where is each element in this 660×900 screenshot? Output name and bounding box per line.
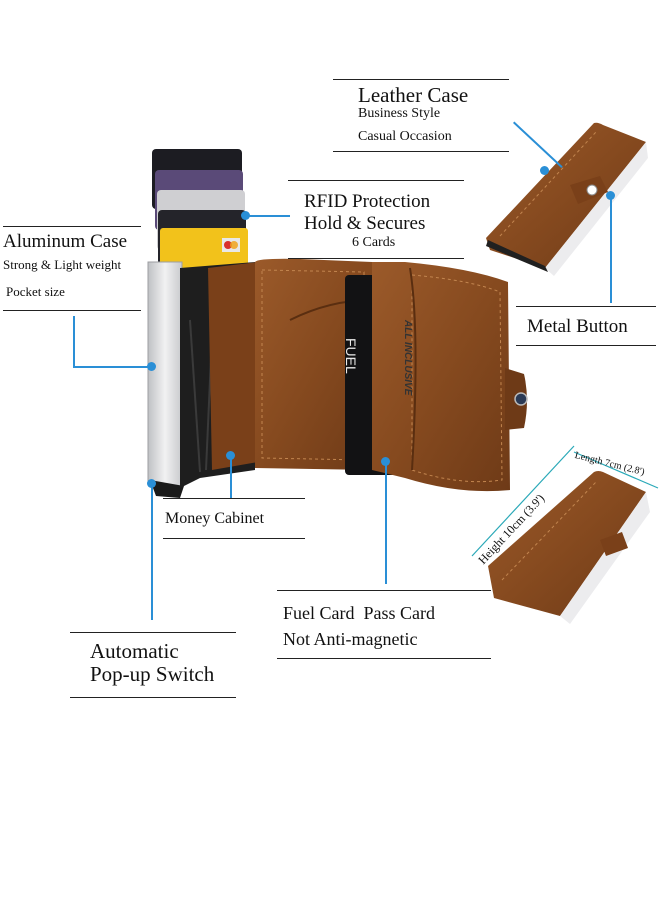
rule-metal-bottom — [516, 345, 656, 347]
metal-button-title: Metal Button — [527, 316, 628, 337]
fuel-card-text: FUEL — [343, 338, 359, 374]
money-cabinet-title: Money Cabinet — [165, 510, 265, 527]
rule-metal-top — [516, 306, 656, 308]
rule-rfid-top — [288, 180, 464, 182]
rule-popup-top — [70, 632, 236, 634]
rule-aluminum-bottom — [3, 310, 141, 312]
right-pocket-edge — [409, 267, 417, 471]
popup-switch-tab — [150, 480, 184, 498]
popup-line1: Automatic — [90, 639, 179, 663]
length-guide — [573, 451, 659, 489]
rule-money-bottom — [163, 538, 305, 540]
leather-right-panel — [372, 262, 510, 492]
rule-leather-top — [333, 79, 509, 81]
snap-button — [514, 392, 528, 406]
closed-wallet-bottom — [488, 471, 650, 624]
aluminum-line1: Strong & Light weight — [3, 257, 122, 272]
leader-money-cabinet — [230, 456, 232, 498]
popup-line2: Pop-up Switch — [90, 662, 215, 686]
rule-money-top — [163, 498, 305, 500]
all-inclusive-text: ALL INCLUSIVE — [402, 320, 413, 396]
leather-case-line2: Casual Occasion — [358, 129, 452, 144]
aluminum-case — [147, 261, 183, 489]
leader-rfid — [246, 215, 290, 217]
rfid-title: RFID Protection — [304, 191, 431, 212]
aluminum-line2: Pocket size — [6, 284, 65, 299]
leather-left-panel — [255, 258, 372, 470]
leather-case-line1: Business Style — [358, 106, 441, 121]
leader-metal-button — [610, 195, 612, 303]
rule-rfid-bottom — [288, 258, 464, 260]
fuel-card-line2: Not Anti-magnetic — [283, 629, 418, 649]
popped-cards — [152, 149, 248, 268]
closed-wallet-top — [486, 122, 648, 276]
rule-fuel-top — [277, 590, 491, 592]
leather-case-title: Leather Case — [358, 83, 469, 107]
leather-flap-inner — [208, 262, 258, 470]
leader-fuel-card — [385, 462, 387, 584]
fuel-card-line1: Fuel Card Pass Card — [283, 603, 435, 623]
rfid-line2: 6 Cards — [352, 235, 396, 250]
aluminum-title: Aluminum Case — [3, 231, 128, 252]
rule-popup-bottom — [70, 697, 236, 699]
height-guide — [471, 445, 575, 557]
rfid-line1: Hold & Secures — [304, 213, 426, 234]
leader-aluminum — [73, 316, 75, 368]
leader-popup-switch — [151, 484, 153, 620]
rule-leather-bottom — [333, 151, 509, 153]
rule-aluminum-top — [3, 226, 141, 228]
rule-fuel-bottom — [277, 658, 491, 660]
